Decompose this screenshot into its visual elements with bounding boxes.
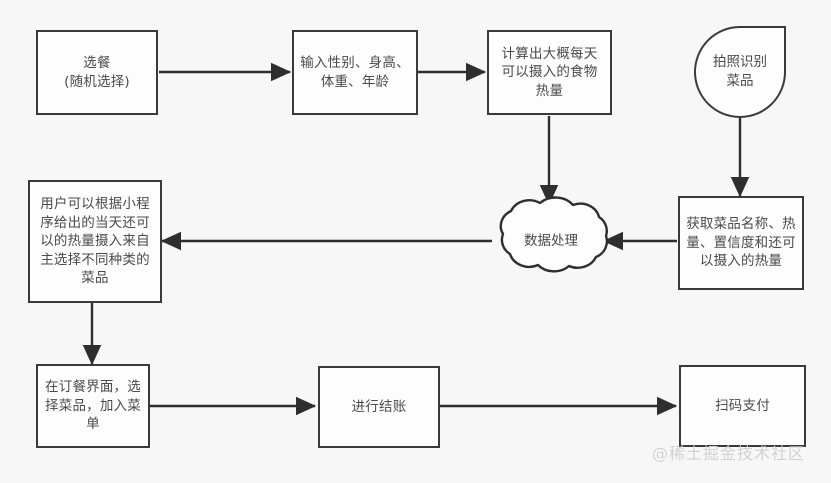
node-order-add-menu-label: 在订餐界面，选择菜品，加入菜单 [45,379,141,433]
node-get-dish-info-label: 获取菜品名称、热量、置信度和还可以摄入的热量 [686,216,796,270]
node-input-profile-label: 输入性别、身高、体重、年龄 [300,54,410,90]
node-input-profile[interactable]: 输入性别、身高、体重、年龄 [292,30,418,115]
cloud-shape-data-processing [499,196,609,273]
node-select-meal[interactable]: 选餐 (随机选择) [36,30,158,115]
node-photo-recognize-label: 拍照识别菜品 [713,54,767,89]
node-select-meal-label: 选餐 (随机选择) [64,54,130,90]
watermark: @稀土掘金技术社区 [652,444,806,463]
node-checkout-label: 进行结账 [351,398,407,415]
node-calc-calories[interactable]: 计算出大概每天可以摄入的食物热量 [487,30,612,115]
node-data-processing-label: 数据处理 [524,232,578,249]
node-calc-calories-label: 计算出大概每天可以摄入的食物热量 [501,45,598,99]
node-photo-recognize[interactable]: 拍照识别菜品 [694,26,786,118]
node-order-add-menu[interactable]: 在订餐界面，选择菜品，加入菜单 [36,364,150,448]
node-scan-pay[interactable]: 扫码支付 [679,365,806,447]
node-checkout[interactable]: 进行结账 [318,366,440,448]
node-user-select-dish[interactable]: 用户可以根据小程序给出的当天还可以的热量摄入来自主选择不同种类的菜品 [28,180,162,303]
node-scan-pay-label: 扫码支付 [715,397,770,414]
node-get-dish-info[interactable]: 获取菜品名称、热量、置信度和还可以摄入的热量 [678,196,804,290]
node-user-select-dish-label: 用户可以根据小程序给出的当天还可以的热量摄入来自主选择不同种类的菜品 [40,195,150,287]
node-data-processing[interactable]: 数据处理 [496,226,606,256]
